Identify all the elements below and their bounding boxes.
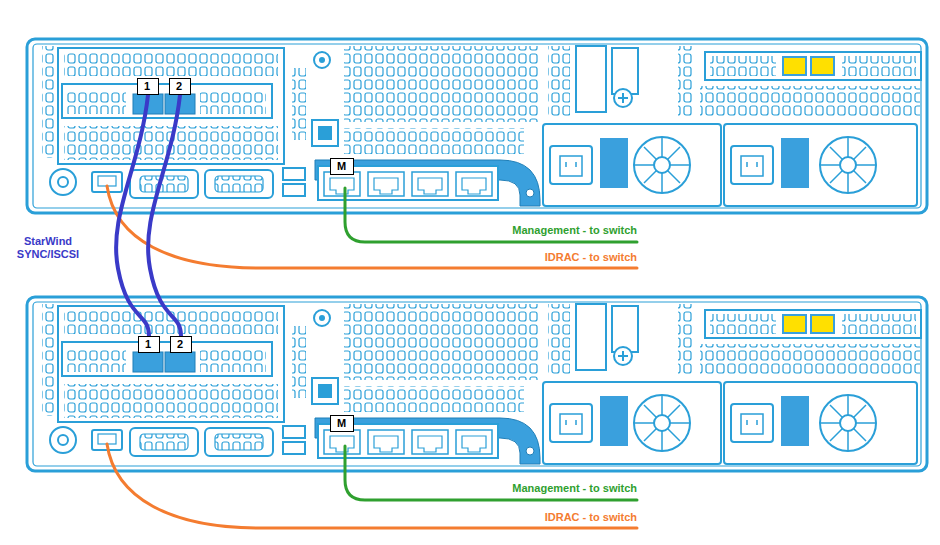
callout-number: M (337, 417, 346, 429)
switch-cables (107, 186, 637, 528)
cable-label: IDRAC - to switch (545, 511, 637, 524)
server-bottom (27, 297, 927, 471)
link-label: StarWind SYNC/ISCSI (12, 235, 84, 261)
idrac-cable (107, 186, 637, 268)
port-callout: M (330, 415, 354, 432)
callout-number: 2 (177, 338, 183, 350)
cable-label: Management - to switch (512, 224, 637, 237)
cable-label: IDRAC - to switch (545, 251, 637, 264)
port-callout: 1 (138, 336, 160, 353)
sync-cable (148, 95, 181, 336)
port-callout: M (330, 158, 354, 175)
server-top (27, 39, 927, 213)
callout-number: M (337, 160, 346, 172)
management-cable (345, 188, 637, 242)
callout-number: 1 (145, 338, 151, 350)
callout-number: 2 (176, 80, 182, 92)
port-callout: 2 (170, 336, 192, 353)
callout-number: 1 (144, 80, 150, 92)
port-callout: 2 (169, 78, 191, 95)
cable-label: Management - to switch (512, 482, 637, 495)
management-cable (345, 446, 637, 500)
sync-cable (116, 95, 149, 336)
idrac-cable (107, 444, 637, 528)
port-callout: 1 (137, 78, 159, 95)
